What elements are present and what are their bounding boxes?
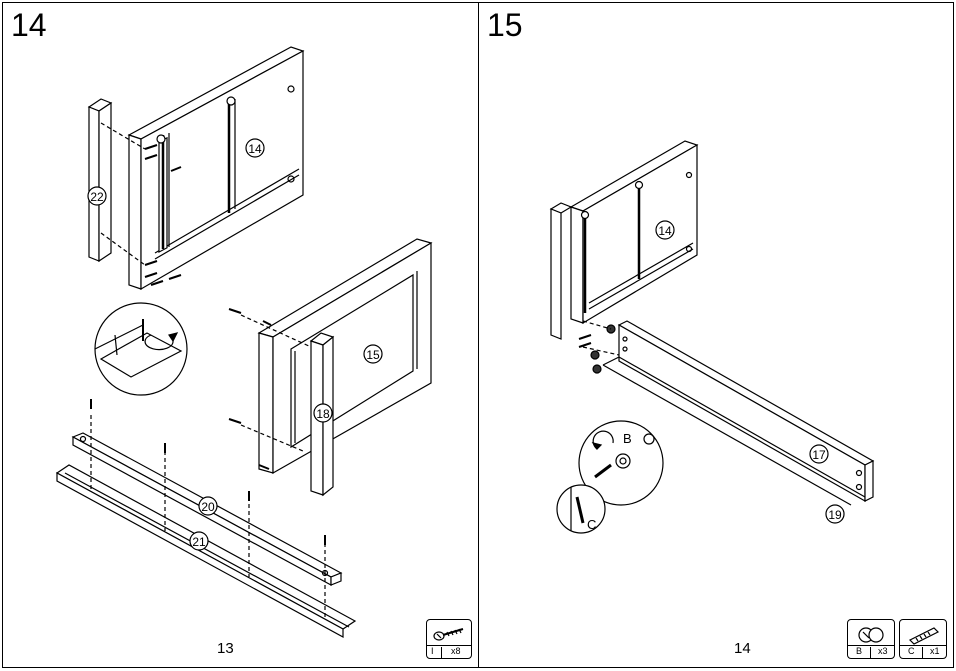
hardware-box-cam-lock: B x3 [847,619,895,659]
step-14-diagram: 22 14 15 18 20 21 [55,46,433,639]
hardware-code: I [431,646,434,656]
part-label-18: 20 [201,500,215,514]
part-label-20: 21 [192,535,206,549]
guide-lines-22 [240,314,312,452]
callouts: 14 17 19 [655,220,845,524]
part-17-rail [602,320,875,506]
part-14-panel [127,46,305,291]
part-20-board [55,464,357,639]
guide-lines [582,320,620,356]
step-number: 15 [487,7,523,43]
part-label-17: 17 [812,448,826,462]
step-number: 14 [11,7,47,43]
hardware-qty: x8 [451,646,461,656]
hardware-qty: x1 [930,646,940,656]
hardware-code: C [908,646,915,656]
dowel-icon [908,627,940,645]
step-panel-14: 14 [2,2,479,668]
rail-screws [90,399,326,545]
cam-lock-icon [858,627,884,643]
screw-icon [433,628,464,641]
callouts: 22 14 15 18 20 21 [87,138,383,551]
part-15-frame [257,238,433,475]
part-label-14: 14 [658,224,672,238]
detail-circle-b: B [578,420,664,506]
detail-circle-c: C [556,484,606,534]
hardware-box-dowel: C x1 [899,619,947,659]
part-letter-c: C [587,517,596,532]
page-number: 13 [217,640,234,657]
part-label-15: 15 [366,348,380,362]
detail-circle [94,302,188,396]
part-label-22: 18 [316,407,330,421]
part-label-21: 22 [90,190,104,204]
step-panel-15: 15 [478,2,954,668]
guide-lines-rail [90,415,326,617]
guide-lines-21 [100,122,146,266]
hardware-code: B [856,646,863,656]
part-14-panel [549,140,699,340]
hardware-box-screw: I x8 [426,619,472,659]
step-15-diagram: B C 14 17 19 [549,140,875,534]
part-letter-b: B [623,431,632,446]
cam-locks [578,324,616,374]
part-label-19: 19 [828,508,842,522]
page-number: 14 [734,640,751,657]
frame-screws [228,308,272,470]
part-21-post [87,98,113,263]
hardware-qty: x3 [878,646,888,656]
part-label-14: 14 [248,142,262,156]
